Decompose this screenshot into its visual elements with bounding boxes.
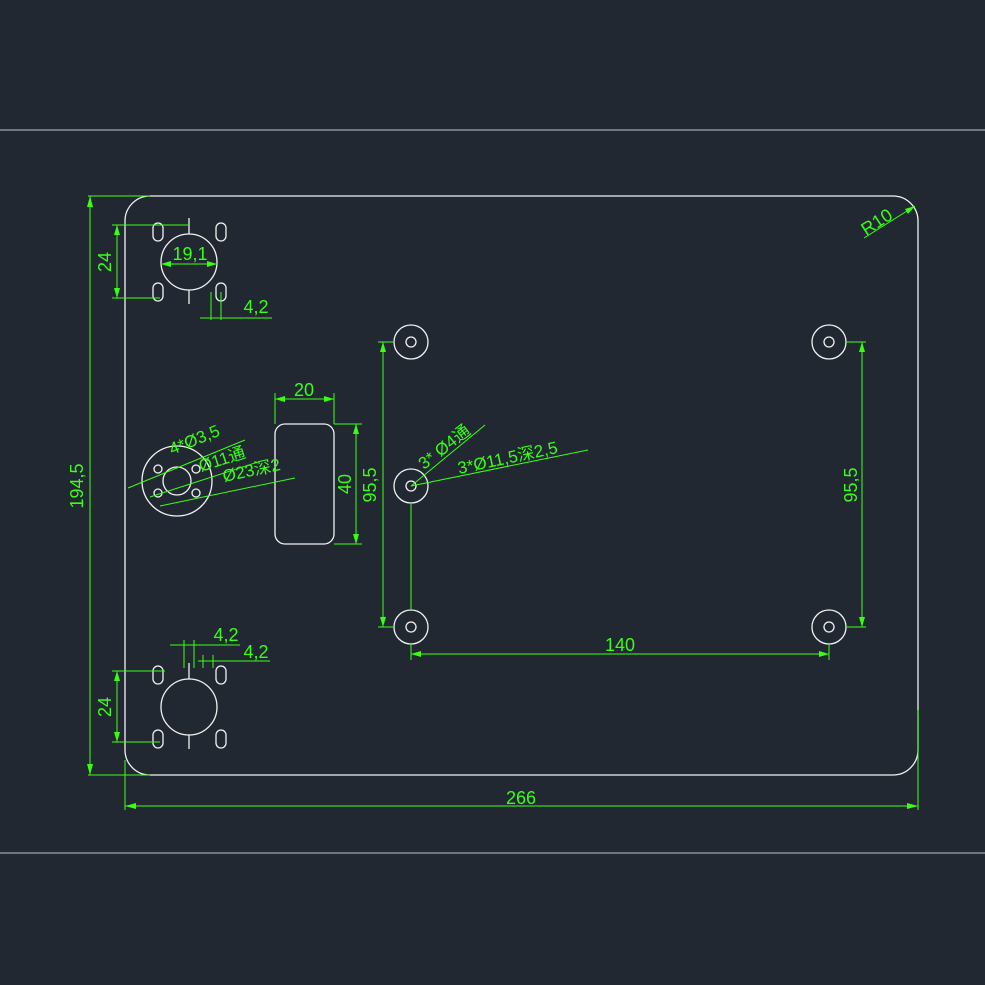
top-connector-cutout	[152, 218, 227, 304]
overall-width-label: 266	[506, 788, 536, 808]
top-connector-diameter-label: 19,1	[172, 244, 207, 264]
slot-height-label: 40	[335, 474, 355, 494]
mount-holes	[393, 324, 847, 645]
mount-counterbore-callout: 3*Ø11,5深2,5	[456, 438, 559, 478]
top-slot-width-label: 4,2	[243, 297, 268, 317]
dimension-arrows	[87, 196, 918, 809]
bottom-connector-height-label: 24	[95, 697, 115, 717]
top-connector-height-label: 24	[95, 252, 115, 272]
overall-height-label: 194,5	[67, 463, 87, 508]
bottom-slot-width-b-label: 4,2	[243, 642, 268, 662]
right-hole-spacing-label: 95,5	[841, 467, 861, 502]
slot-width-label: 20	[294, 380, 314, 400]
dimension-labels: 266 194,5 R10 24 19,1 4,2 24 4,2 4,2 20 …	[67, 205, 896, 808]
flange-cutout	[141, 445, 213, 517]
dimension-lines	[88, 195, 919, 810]
corner-radius-label: R10	[857, 205, 896, 240]
bottom-hole-spacing-label: 140	[605, 635, 635, 655]
bottom-slot-width-a-label: 4,2	[213, 625, 238, 645]
plate-outline	[124, 195, 919, 776]
rect-slot	[274, 423, 335, 545]
bottom-connector-cutout	[152, 663, 227, 749]
left-hole-spacing-label: 95,5	[360, 467, 380, 502]
